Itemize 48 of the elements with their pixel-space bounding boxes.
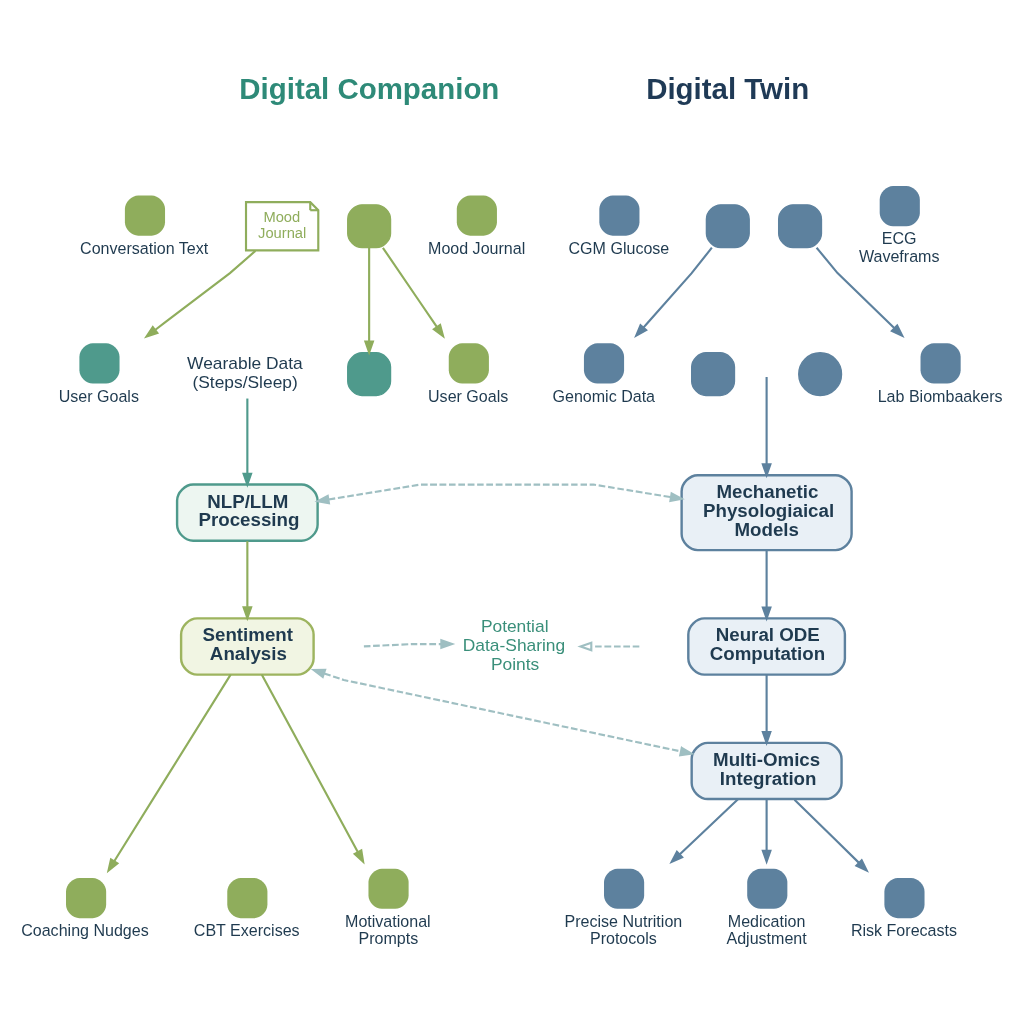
node-label: Genomic Data — [552, 386, 656, 405]
node-label: Coaching Nudges — [21, 921, 149, 940]
node-circle — [798, 352, 843, 397]
arrow — [314, 483, 685, 505]
arrow — [106, 674, 232, 874]
node-box — [778, 204, 823, 249]
node-label: CBT Exercises — [193, 921, 300, 940]
arrow — [669, 798, 739, 865]
arrow — [260, 674, 365, 865]
arrow — [761, 799, 772, 865]
node-box — [691, 352, 736, 397]
node-box: Mechanetic Physologiaical Models — [680, 474, 853, 552]
node-box — [347, 352, 392, 397]
node-label: CGM Glucose — [568, 238, 670, 257]
arrow — [242, 398, 253, 488]
node-label: User Goals — [428, 386, 509, 405]
node-label: Risk Forecasts — [850, 921, 958, 940]
arrow — [761, 550, 772, 622]
node-label: Conversation Text — [80, 238, 209, 257]
arrow — [363, 247, 375, 356]
node-label: User Goals — [58, 386, 139, 405]
node-box: Sentiment Analysis — [179, 617, 315, 676]
arrow — [815, 247, 905, 338]
node-text: Wearable Data (Steps/Sleep) — [187, 353, 303, 393]
node-label: Mood Journal — [428, 238, 526, 257]
node-label: Precise Nutrition Protocols — [564, 912, 683, 948]
arrow — [761, 674, 772, 746]
node-text: Potential Data-Sharing Points — [462, 616, 566, 674]
arrow — [577, 641, 640, 652]
arrow — [143, 250, 257, 339]
arrow — [242, 541, 253, 622]
node-label: Medication Adjustment — [726, 912, 807, 948]
node-box — [347, 204, 392, 249]
arrow — [634, 247, 713, 339]
arrow — [382, 247, 445, 339]
arrow — [761, 377, 772, 479]
node-box: Neural ODE Computation — [687, 617, 847, 676]
node-box — [705, 204, 750, 249]
arrow — [793, 798, 869, 873]
arrow — [363, 638, 456, 650]
label: Digital Twin — [646, 71, 810, 105]
arrow — [310, 668, 695, 757]
label: Digital Companion — [239, 71, 500, 105]
node-label: Motivational Prompts — [345, 912, 431, 948]
node-label: Lab Biombaakers — [877, 386, 1003, 405]
node-label: ECG Waveframs — [858, 229, 940, 265]
node-box: Multi-Omics Integration — [690, 741, 843, 801]
node-box: NLP/LLM Processing — [175, 483, 319, 542]
